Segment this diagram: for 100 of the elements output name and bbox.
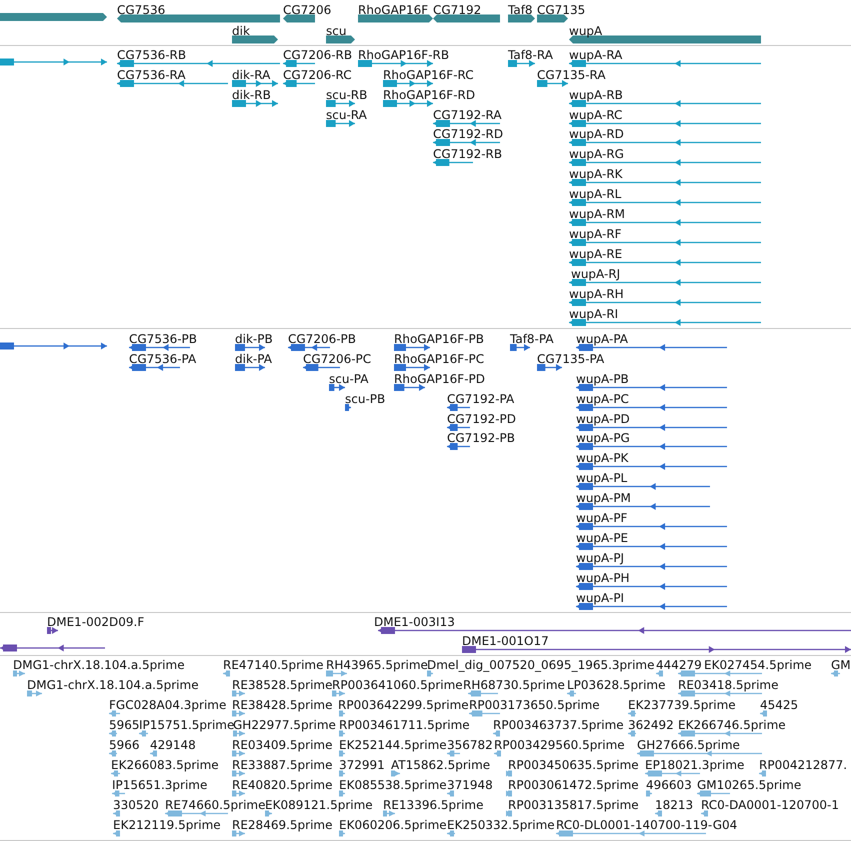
feature-label: GH27666.5prime	[637, 738, 740, 752]
feature-label: dik-RA	[232, 68, 270, 82]
feature-label: RhoGAP16F-PC	[394, 352, 484, 366]
feature-label: wupA-PM	[576, 491, 631, 505]
feature-label: Taf8	[508, 3, 533, 17]
feature-label: RP003061472.5prime	[508, 778, 639, 792]
feature-label: wupA-PA	[576, 332, 628, 346]
feature-label: wupA-PH	[576, 571, 630, 585]
feature-label: RP003463737.5prime	[493, 718, 624, 732]
feature-label: wupA-RL	[569, 187, 622, 201]
feature-label: EK212119.5prime	[113, 818, 221, 832]
feature-label: scu	[326, 24, 346, 38]
feature-label: RE47140.5prime	[223, 658, 324, 672]
feature-label: RP003450635.5prime	[508, 758, 639, 772]
feature-label: RhoGAP16F-PD	[394, 372, 486, 386]
feature-label: RE40820.5prime	[232, 778, 332, 792]
feature-label: EK060206.5prime	[339, 818, 447, 832]
feature-label: RhoGAP16F-RC	[383, 68, 474, 82]
feature-label: wupA-RC	[569, 108, 622, 122]
feature-label: RP003173650.5prime	[469, 698, 600, 712]
feature-label: DME1-002D09.F	[47, 615, 144, 629]
feature-label: EK027454.5prime	[704, 658, 812, 672]
feature-label: CG7206	[283, 3, 332, 17]
feature-label: wupA-PB	[576, 372, 629, 386]
feature-label: DME1-003I13	[374, 615, 455, 629]
feature-label: wupA-PK	[576, 451, 628, 465]
feature-label: RH68730.5prime	[463, 678, 565, 692]
feature-label: CG7135-RA	[537, 68, 606, 82]
feature-label: wupA-PC	[576, 392, 629, 406]
feature-label: RhoGAP16F-PB	[394, 332, 484, 346]
feature-label: scu-PA	[329, 372, 368, 386]
feature-label: wupA-RD	[569, 127, 624, 141]
feature-label: CG7192	[433, 3, 482, 17]
feature-label: wupA-RI	[569, 307, 618, 321]
feature-label: 5965	[109, 718, 140, 732]
feature-label: RE13396.5prime	[383, 798, 484, 812]
feature-label: GM10265.5prime	[697, 778, 802, 792]
feature-label: wupA-PG	[576, 431, 630, 445]
feature-label: CG7536-PA	[129, 352, 196, 366]
feature-label: EP18021.3prime	[645, 758, 744, 772]
feature-label: dik	[232, 24, 250, 38]
feature-label: wupA-RK	[569, 167, 623, 181]
feature-label: wupA-PJ	[576, 551, 624, 565]
feature-label: wupA-RJ	[571, 267, 620, 281]
feature-label: GM	[831, 658, 851, 672]
feature-label: 330520	[113, 798, 159, 812]
feature-label: RH43965.5prime	[326, 658, 428, 672]
feature-label: RE28469.5prime	[232, 818, 332, 832]
feature-label: EK266746.5prime	[678, 718, 786, 732]
feature-label: RhoGAP16F-RB	[358, 48, 450, 62]
feature-label: RP003461711.5prime	[339, 718, 470, 732]
feature-label: RP003642299.5prime	[338, 698, 469, 712]
feature-label: 444279	[656, 658, 702, 672]
feature-label: CG7192-RB	[433, 147, 502, 161]
feature-label: EK252144.5prime	[339, 738, 447, 752]
feature-label: CG7135	[537, 3, 586, 17]
feature-label: CG7192-PA	[447, 392, 514, 406]
feature-label: DMG1-chrX.18.104.a.5prime	[27, 678, 199, 692]
feature-label: IP15651.3prime	[112, 778, 208, 792]
feature-label: 18213	[655, 798, 694, 812]
feature-label: RC0-DL0001-140700-119-G04	[556, 818, 738, 832]
feature-label: wupA-PD	[576, 412, 630, 426]
feature-label: 5966	[109, 738, 140, 752]
feature-label: 362492	[628, 718, 674, 732]
feature-label: EK089121.5prime	[265, 798, 373, 812]
feature-label: RP003429560.5prime	[494, 738, 625, 752]
feature-label: RE03409.5prime	[232, 738, 332, 752]
feature-label: 429148	[150, 738, 196, 752]
feature-label: Taf8-PA	[510, 332, 554, 346]
feature-label: 372991	[339, 758, 385, 772]
feature-label: wupA	[569, 24, 602, 38]
feature-label: CG7536	[117, 3, 166, 17]
feature-label: RE38428.5prime	[232, 698, 332, 712]
feature-label: EK085538.5prime	[339, 778, 447, 792]
feature-label: wupA-RH	[569, 287, 624, 301]
feature-label: CG7206-PC	[303, 352, 372, 366]
feature-label: RhoGAP16F-RD	[383, 88, 476, 102]
feature-label: dik-PB	[235, 332, 273, 346]
feature-label: wupA-PL	[576, 471, 628, 485]
feature-label: wupA-RF	[569, 227, 622, 241]
feature-label: DME1-001O17	[462, 634, 549, 648]
feature-label: scu-RA	[326, 108, 367, 122]
feature-label: CG7192-PD	[447, 412, 516, 426]
feature-label: 371948	[447, 778, 493, 792]
feature-label: 356782	[447, 738, 493, 752]
feature-label: CG7192-RA	[433, 108, 502, 122]
feature-label: RP004212877.	[759, 758, 848, 772]
feature-label: RE33887.5prime	[232, 758, 332, 772]
feature-label: CG7536-RB	[117, 48, 186, 62]
feature-label: FGC028A04.3prime	[109, 698, 226, 712]
feature-label: IP15751.5prime	[139, 718, 234, 732]
feature-label: RE03418.5prime	[678, 678, 778, 692]
feature-label: RE74660.5prime	[165, 798, 266, 812]
feature-label: RhoGAP16F	[358, 3, 428, 17]
feature-label: CG7206-RC	[283, 68, 352, 82]
feature-label: wupA-RB	[569, 88, 623, 102]
feature-label: CG7206-PB	[288, 332, 356, 346]
feature-label: RP003135817.5prime	[508, 798, 639, 812]
feature-label: CG7192-RD	[433, 127, 504, 141]
feature-label: scu-RB	[326, 88, 368, 102]
